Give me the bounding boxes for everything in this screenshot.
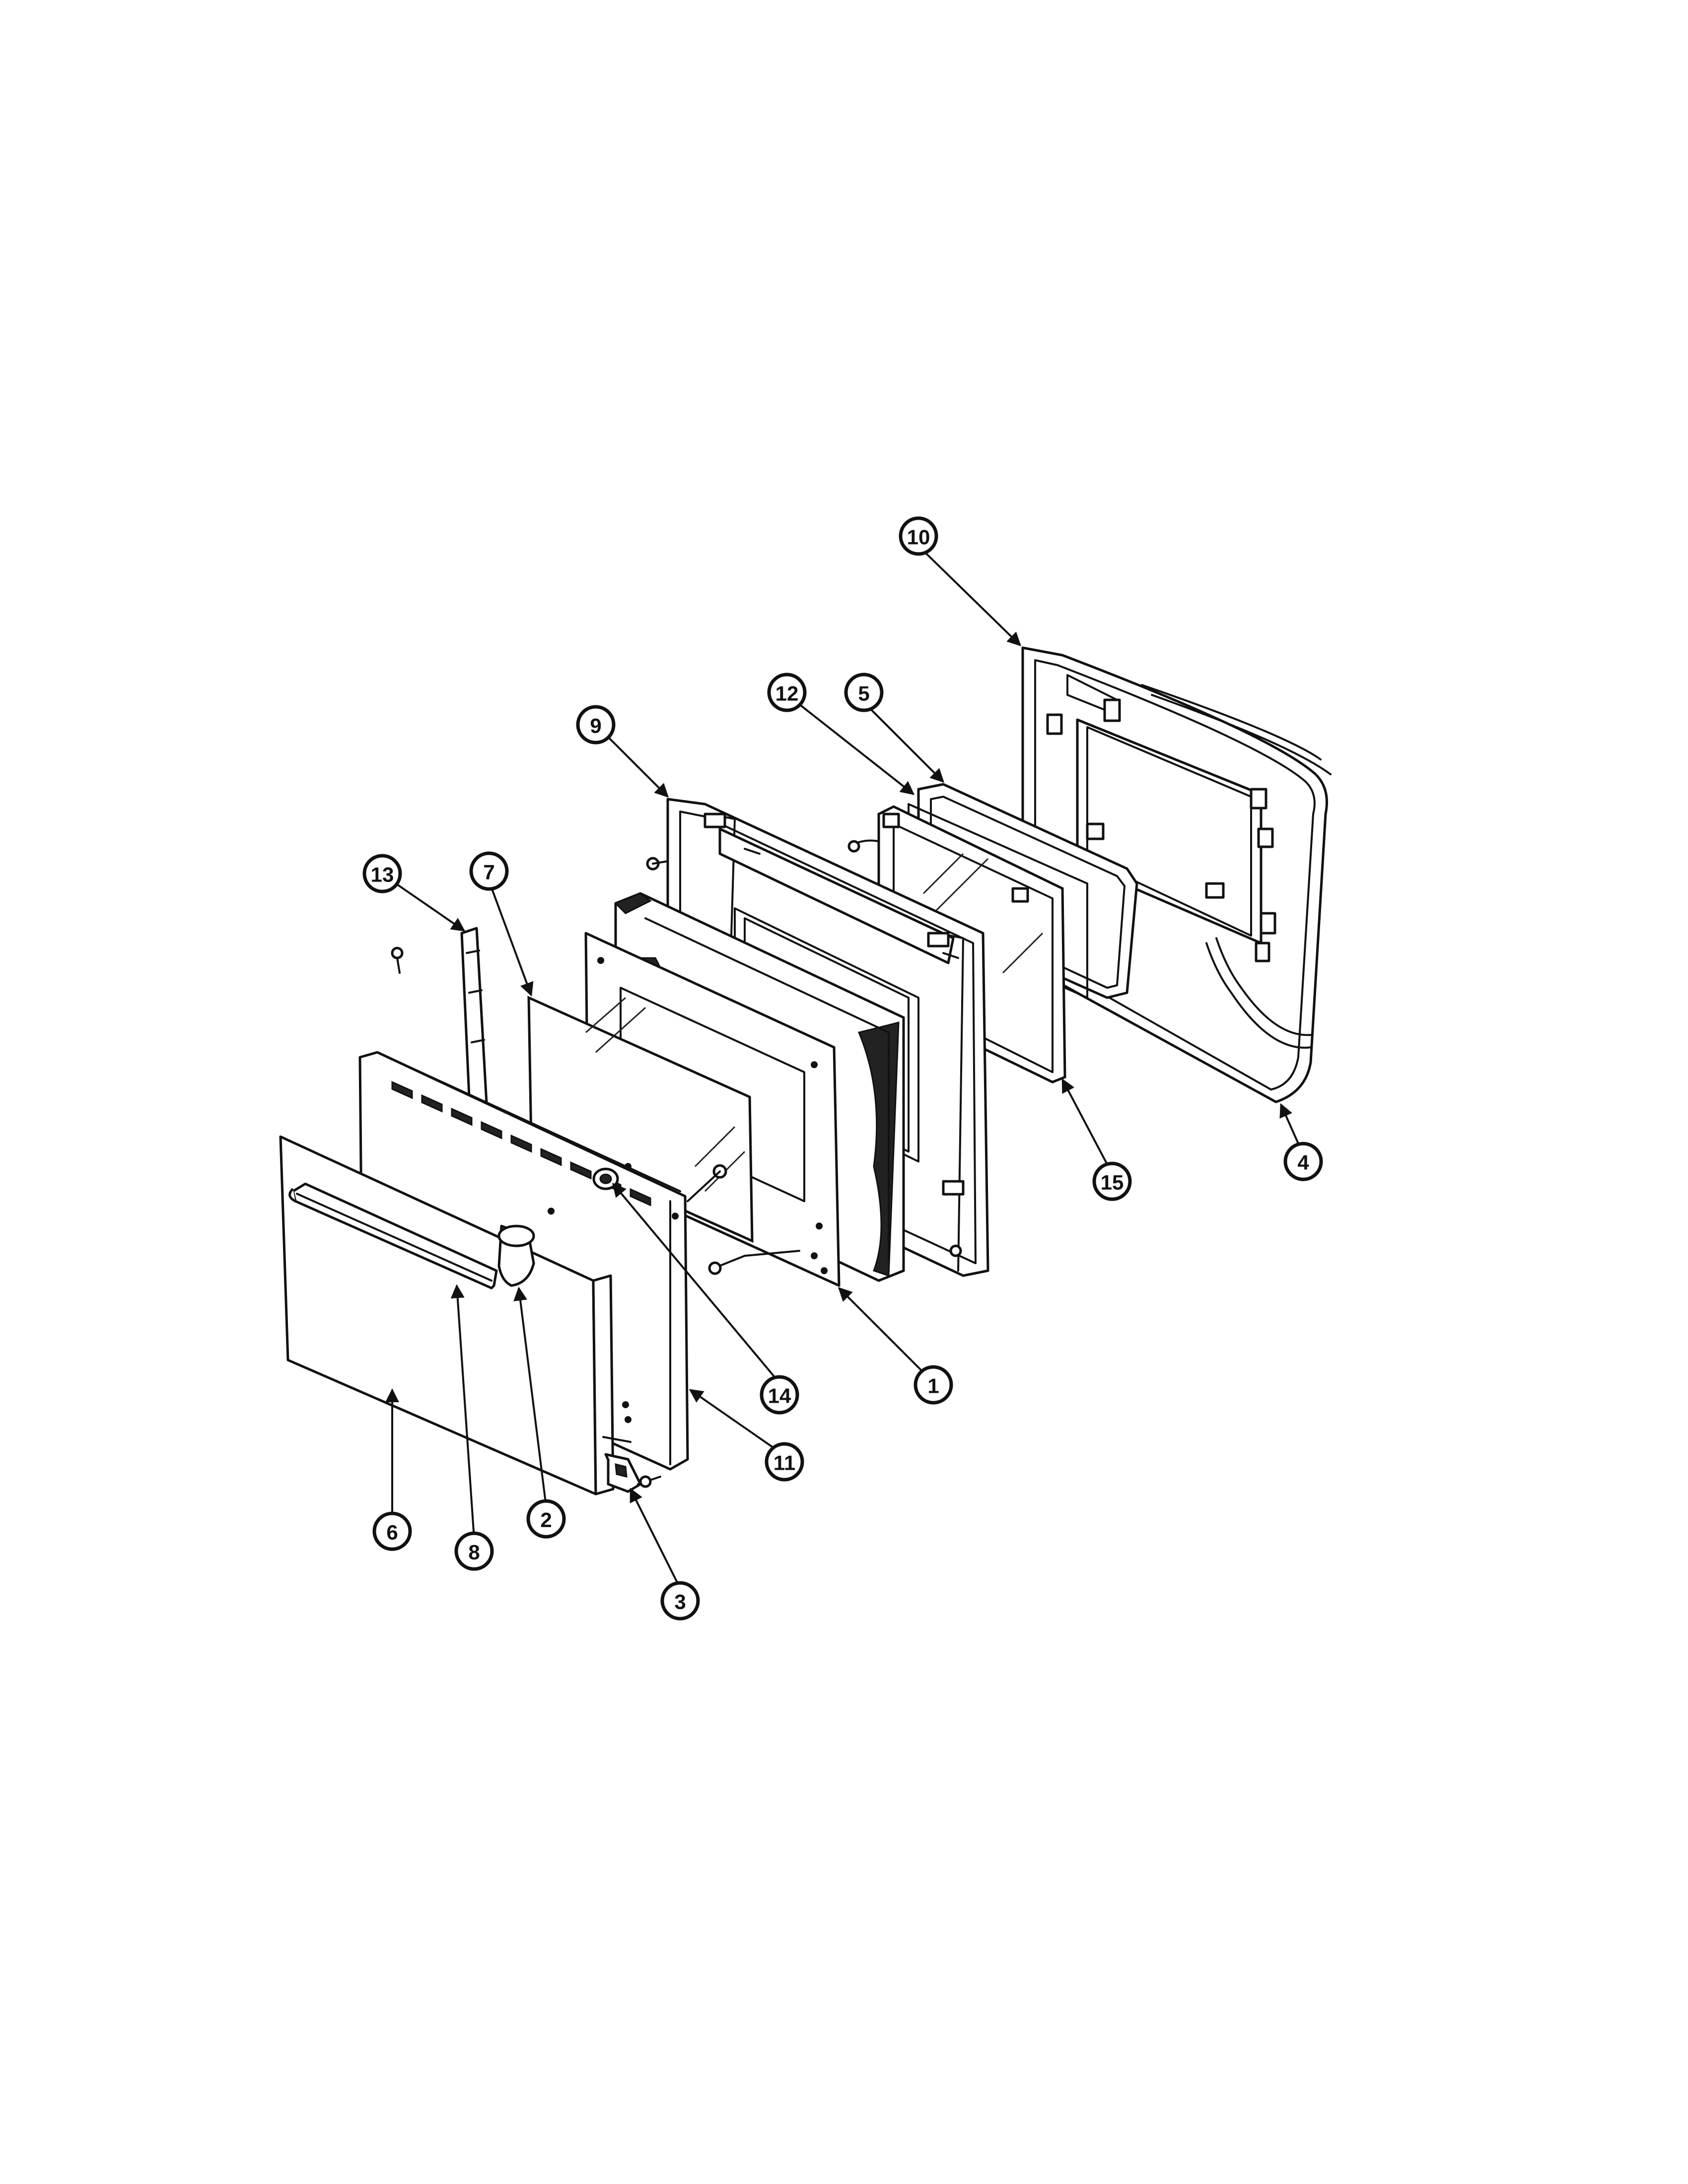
leader-14 xyxy=(612,1182,778,1381)
svg-text:3: 3 xyxy=(674,1590,686,1614)
svg-text:15: 15 xyxy=(1101,1171,1124,1194)
part-14-grommet xyxy=(592,1163,632,1190)
svg-text:11: 11 xyxy=(774,1451,795,1475)
leader-1 xyxy=(838,1287,924,1373)
callout-13: 13 xyxy=(362,854,402,893)
leader-lines xyxy=(385,545,1302,1589)
leader-3 xyxy=(630,1488,681,1589)
callout-7: 7 xyxy=(469,851,509,891)
leader-4 xyxy=(1279,1103,1302,1150)
callout-11: 11 xyxy=(765,1442,804,1482)
callout-5: 5 xyxy=(844,673,884,712)
callout-2: 2 xyxy=(526,1499,566,1539)
callout-3: 3 xyxy=(660,1581,700,1621)
svg-text:10: 10 xyxy=(907,526,930,549)
callout-1: 1 xyxy=(914,1365,953,1405)
part-2-knob xyxy=(497,1208,555,1287)
leader-10 xyxy=(917,545,1022,646)
leader-8 xyxy=(450,1284,475,1539)
leader-13 xyxy=(391,880,466,932)
svg-text:8: 8 xyxy=(468,1541,480,1564)
callout-8: 8 xyxy=(454,1531,494,1571)
svg-text:12: 12 xyxy=(775,682,799,705)
leader-2 xyxy=(513,1287,547,1507)
callout-9: 9 xyxy=(576,705,616,745)
svg-text:6: 6 xyxy=(386,1521,398,1544)
leader-11 xyxy=(689,1389,780,1453)
svg-text:13: 13 xyxy=(371,863,394,887)
callout-10: 10 xyxy=(899,516,938,556)
leader-15 xyxy=(1061,1078,1111,1169)
callout-15: 15 xyxy=(1092,1161,1132,1201)
svg-text:4: 4 xyxy=(1297,1151,1309,1174)
svg-text:2: 2 xyxy=(540,1508,552,1532)
svg-text:5: 5 xyxy=(858,682,869,705)
screws xyxy=(708,1250,800,1275)
leader-9 xyxy=(605,734,669,798)
svg-text:9: 9 xyxy=(590,714,601,738)
leader-12 xyxy=(796,701,915,795)
vent-slots xyxy=(391,1081,651,1207)
callouts: 10 12 5 9 13 7 15 4 xyxy=(362,516,1323,1621)
svg-text:1: 1 xyxy=(927,1374,939,1398)
leader-7 xyxy=(488,881,534,997)
part-8-handle xyxy=(288,1182,498,1290)
svg-text:14: 14 xyxy=(768,1384,791,1408)
callout-6: 6 xyxy=(372,1511,412,1551)
callout-4: 4 xyxy=(1283,1142,1323,1181)
part-7-outer-glass xyxy=(527,996,754,1243)
callout-14: 14 xyxy=(760,1375,799,1415)
callout-12: 12 xyxy=(767,673,807,712)
leader-5 xyxy=(863,701,944,783)
svg-text:7: 7 xyxy=(483,861,494,884)
